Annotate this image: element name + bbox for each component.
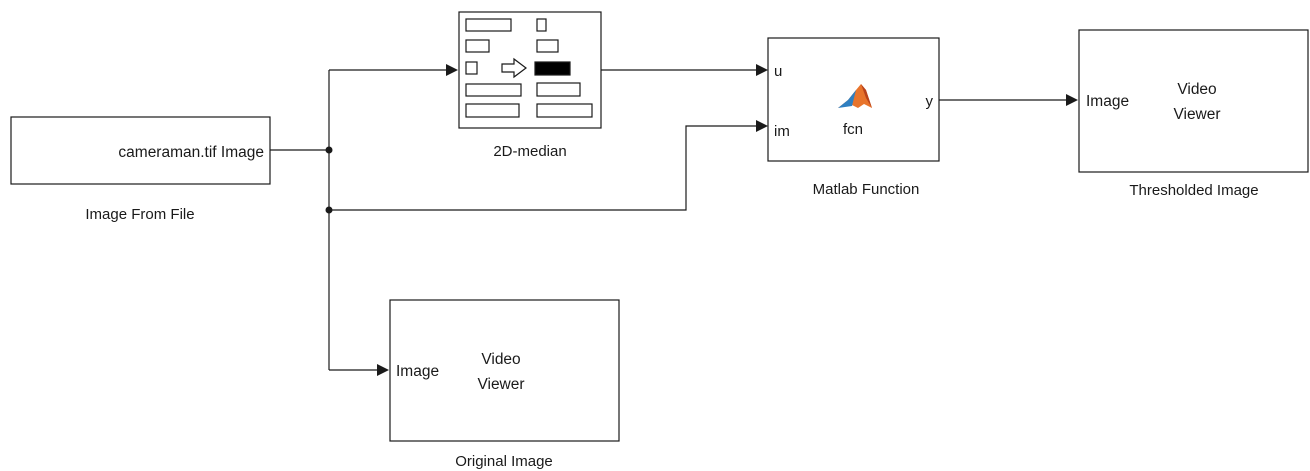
arrowhead-median-in bbox=[446, 64, 458, 76]
original-viewer-box[interactable] bbox=[389, 299, 620, 442]
port-y-label: y bbox=[926, 93, 934, 110]
image-from-file-content: cameraman.tif Image bbox=[118, 144, 264, 161]
median-label: 2D-median bbox=[493, 143, 566, 160]
original-title-line2: Viewer bbox=[477, 376, 524, 393]
block-original-image-viewer[interactable]: Image Video Viewer Original Image bbox=[389, 299, 620, 470]
port-u-label: u bbox=[774, 63, 782, 80]
matlab-function-label: Matlab Function bbox=[813, 181, 920, 198]
branch-point bbox=[325, 206, 333, 214]
thresholded-title-line2: Viewer bbox=[1173, 106, 1220, 123]
signal-line-to-im[interactable] bbox=[329, 125, 756, 211]
matlab-logo-icon bbox=[838, 84, 872, 108]
median-filter-icon bbox=[465, 18, 593, 118]
fcn-label: fcn bbox=[843, 121, 863, 138]
arrowhead-u bbox=[756, 64, 768, 76]
branch-point bbox=[325, 146, 333, 154]
block-image-from-file[interactable]: cameraman.tif Image Image From File bbox=[10, 116, 271, 223]
port-im-label: im bbox=[774, 123, 790, 140]
original-port-label: Image bbox=[396, 363, 439, 380]
signal-lines bbox=[270, 64, 1078, 376]
arrowhead-im bbox=[756, 120, 768, 132]
original-title-line1: Video bbox=[481, 351, 520, 368]
original-label: Original Image bbox=[455, 453, 553, 470]
thresholded-viewer-box[interactable] bbox=[1078, 29, 1309, 173]
thresholded-title-line1: Video bbox=[1177, 81, 1216, 98]
arrowhead-original bbox=[377, 364, 389, 376]
image-from-file-label: Image From File bbox=[85, 206, 194, 223]
image-from-file-box[interactable] bbox=[10, 116, 271, 185]
thresholded-port-label: Image bbox=[1086, 93, 1129, 110]
block-2d-median[interactable]: 2D-median bbox=[458, 11, 602, 160]
thresholded-label: Thresholded Image bbox=[1129, 182, 1258, 199]
arrowhead-thresholded bbox=[1066, 94, 1078, 106]
block-matlab-function[interactable]: u im y fcn Matlab Function bbox=[767, 37, 940, 198]
block-thresholded-image-viewer[interactable]: Image Video Viewer Thresholded Image bbox=[1078, 29, 1309, 199]
